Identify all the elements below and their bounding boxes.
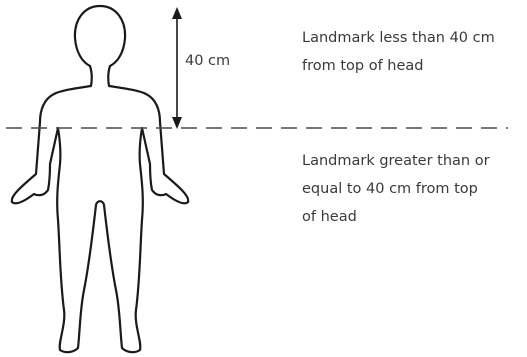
note-below-line: Landmark greater than or equal to 40 cm … xyxy=(302,147,490,231)
arrowhead-down-icon xyxy=(172,117,182,129)
note-above-line: Landmark less than 40 cm from top of hea… xyxy=(302,24,495,80)
arrowhead-up-icon xyxy=(172,7,182,19)
measurement-label: 40 cm xyxy=(185,52,230,70)
human-body-outline xyxy=(12,6,188,352)
